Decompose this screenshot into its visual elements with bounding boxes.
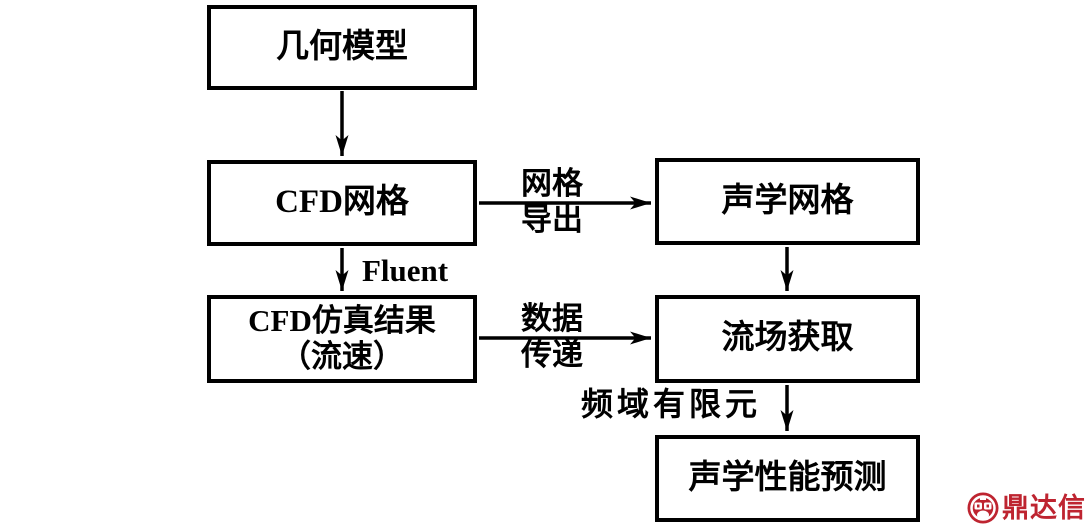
- box-acoustic-performance-prediction: 声学性能预测: [655, 435, 920, 522]
- edge-label-frequency-domain-fem: 频域有限元: [581, 386, 762, 422]
- edge-label-mesh-export: 网格 导出: [521, 166, 583, 237]
- watermark-text: 鼎达信: [1002, 492, 1086, 523]
- box-flow-field-acquisition: 流场获取: [655, 295, 920, 383]
- ding-vessel-icon: [967, 492, 999, 524]
- watermark-logo: 鼎达信: [967, 492, 1086, 524]
- box-cfd-mesh: CFD网格: [207, 160, 477, 246]
- box-cfd-simulation-result: CFD仿真结果 （流速）: [207, 295, 477, 383]
- box-geometry-model: 几何模型: [207, 5, 477, 90]
- edge-label-fluent: Fluent: [362, 253, 449, 288]
- box-acoustic-mesh: 声学网格: [655, 158, 920, 245]
- edge-label-data-transfer: 数据 传递: [521, 301, 583, 372]
